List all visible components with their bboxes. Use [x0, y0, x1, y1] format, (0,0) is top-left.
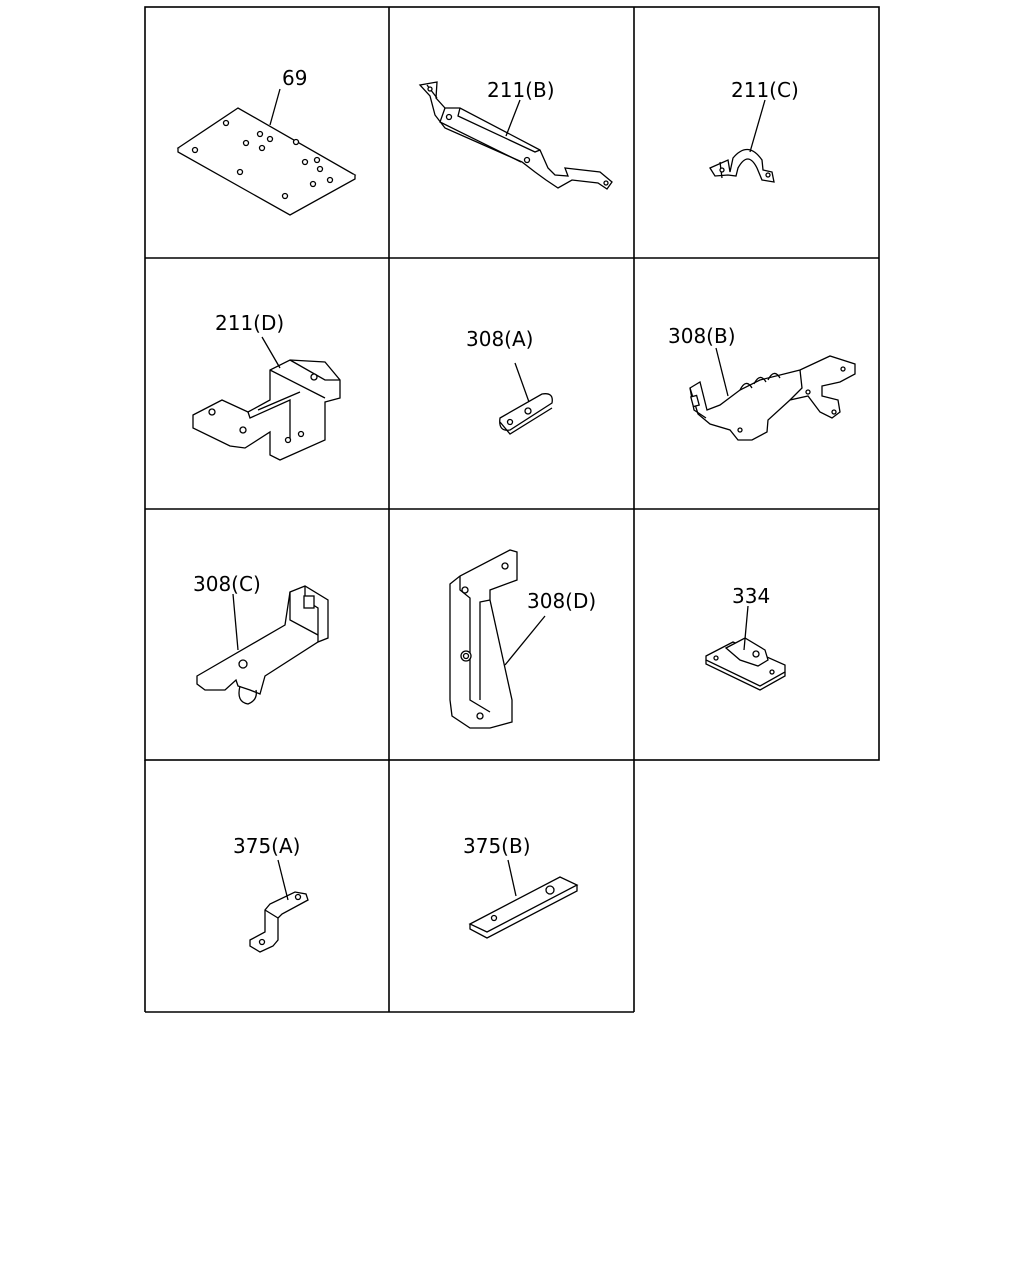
part-308b-bracket[interactable]	[689, 347, 856, 441]
label-308d: 308(D)	[527, 589, 596, 613]
label-211b: 211(B)	[487, 78, 555, 102]
label-308a: 308(A)	[466, 327, 533, 351]
grid-lines	[144, 6, 880, 1013]
label-334: 334	[732, 584, 770, 608]
label-211c: 211(C)	[731, 78, 799, 102]
part-308c-bracket[interactable]	[196, 585, 329, 705]
label-69: 69	[282, 66, 307, 90]
part-211b-bracket[interactable]	[418, 81, 613, 190]
label-308b: 308(B)	[668, 324, 736, 348]
part-375a-bracket[interactable]	[249, 859, 309, 953]
part-211d-bracket[interactable]	[192, 336, 341, 461]
part-69-plate[interactable]	[176, 88, 357, 216]
part-334-clip[interactable]	[705, 605, 786, 691]
label-308c: 308(C)	[193, 572, 261, 596]
label-375b: 375(B)	[463, 834, 531, 858]
part-308d-bracket[interactable]	[449, 549, 546, 729]
label-375a: 375(A)	[233, 834, 300, 858]
label-211d: 211(D)	[215, 311, 284, 335]
part-211c-clamp[interactable]	[709, 99, 775, 183]
part-308a-plate[interactable]	[499, 362, 553, 435]
part-375b-strap[interactable]	[468, 859, 579, 939]
